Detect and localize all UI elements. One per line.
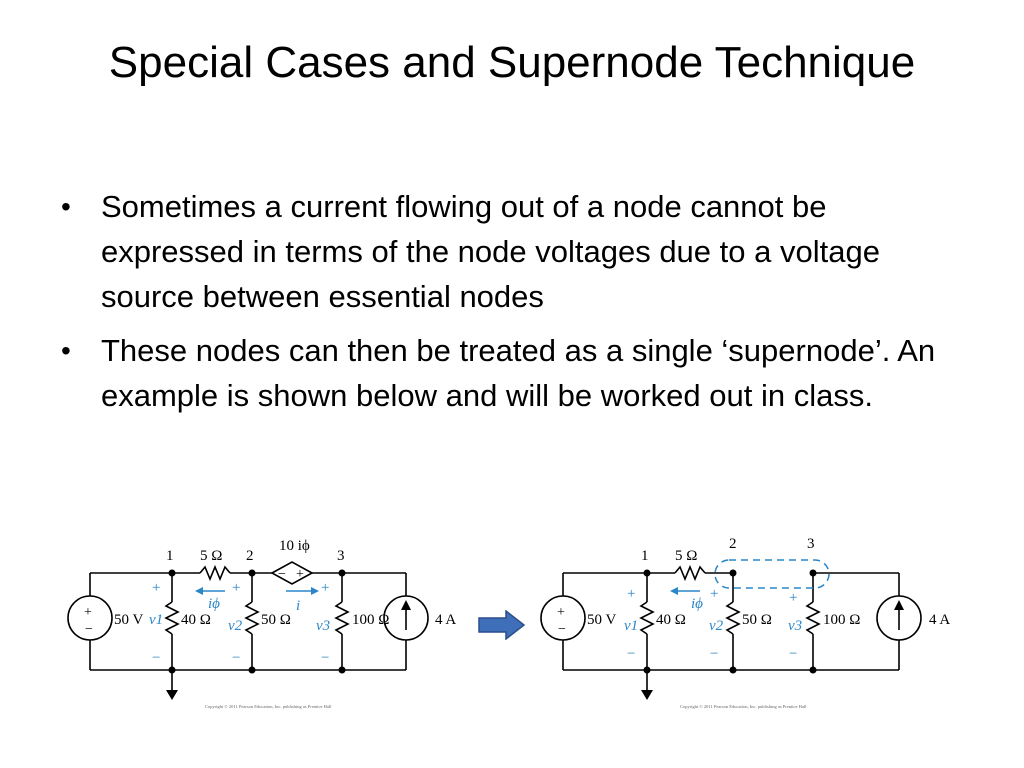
- vsrc-minus: −: [558, 622, 566, 637]
- v1-label: v1: [149, 612, 163, 628]
- bullet-list: • Sometimes a current flowing out of a n…: [58, 184, 958, 427]
- node-label-1: 1: [166, 548, 174, 564]
- vsrc-label: 50 V: [114, 612, 143, 628]
- vsrc-minus: −: [85, 622, 93, 637]
- right-arrow-icon: [478, 610, 526, 640]
- node-label-2: 2: [729, 536, 737, 552]
- plus-v2: +: [232, 580, 240, 596]
- isrc-label: 4 A: [929, 612, 950, 628]
- bullet-dot: •: [61, 335, 71, 366]
- resistor-50-label: 50 Ω: [742, 612, 772, 628]
- resistor-100-label: 100 Ω: [823, 612, 860, 628]
- node-label-1: 1: [641, 548, 649, 564]
- vsrc-plus: +: [557, 605, 565, 620]
- resistor-100-label: 100 Ω: [352, 612, 389, 628]
- minus-v2: −: [710, 646, 718, 662]
- supernode-outline: [714, 559, 830, 589]
- bullet-dot: •: [61, 191, 71, 222]
- minus-v3: −: [789, 646, 797, 662]
- copyright-text: Copyright © 2011 Pearson Education, Inc.…: [680, 704, 807, 710]
- vsrc-plus: +: [84, 605, 92, 620]
- node-label-3: 3: [337, 548, 345, 564]
- minus-v2: −: [232, 650, 240, 666]
- bullet-text: These nodes can then be treated as a sin…: [101, 333, 936, 413]
- plus-v3: +: [789, 590, 797, 606]
- plus-v2: +: [710, 586, 718, 602]
- dependent-source-label: 10 iϕ: [279, 538, 310, 554]
- iphi-label: iϕ: [691, 596, 703, 612]
- minus-v1: −: [627, 646, 635, 662]
- isrc-label: 4 A: [435, 612, 456, 628]
- bullet-item: • Sometimes a current flowing out of a n…: [58, 184, 958, 319]
- minus-v3: −: [321, 650, 329, 666]
- copyright-text: Copyright © 2011 Pearson Education, Inc.…: [205, 704, 332, 710]
- i-label: i: [296, 598, 300, 614]
- plus-v3: +: [321, 580, 329, 596]
- vsrc-label: 50 V: [587, 612, 616, 628]
- v3-label: v3: [788, 618, 802, 634]
- resistor-5-label: 5 Ω: [200, 548, 222, 564]
- v2-label: v2: [228, 618, 243, 634]
- dep-plus: +: [296, 567, 304, 582]
- bullet-text: Sometimes a current flowing out of a nod…: [101, 189, 880, 314]
- v3-label: v3: [316, 618, 330, 634]
- plus-v1: +: [152, 580, 160, 596]
- resistor-5-label: 5 Ω: [675, 548, 697, 564]
- resistor-50-label: 50 Ω: [261, 612, 291, 628]
- v2-label: v2: [709, 618, 724, 634]
- circuit-diagram-supernode: 1 2 3 5 Ω + − 50 V 40 Ω 50 Ω 100 Ω 4 A v…: [535, 530, 965, 710]
- minus-v1: −: [152, 650, 160, 666]
- resistor-40-label: 40 Ω: [181, 612, 211, 628]
- v1-label: v1: [624, 618, 638, 634]
- node-label-3: 3: [807, 536, 815, 552]
- node-label-2: 2: [246, 548, 254, 564]
- plus-v1: +: [627, 586, 635, 602]
- bullet-item: • These nodes can then be treated as a s…: [58, 328, 958, 418]
- iphi-label: iϕ: [208, 596, 220, 612]
- circuit-diagram-original: 1 2 3 5 Ω 10 iϕ − + + − 50 V 40 Ω 50 Ω 1…: [60, 530, 472, 710]
- slide-title: Special Cases and Supernode Technique: [108, 38, 916, 87]
- dep-minus: −: [278, 567, 286, 582]
- resistor-40-label: 40 Ω: [656, 612, 686, 628]
